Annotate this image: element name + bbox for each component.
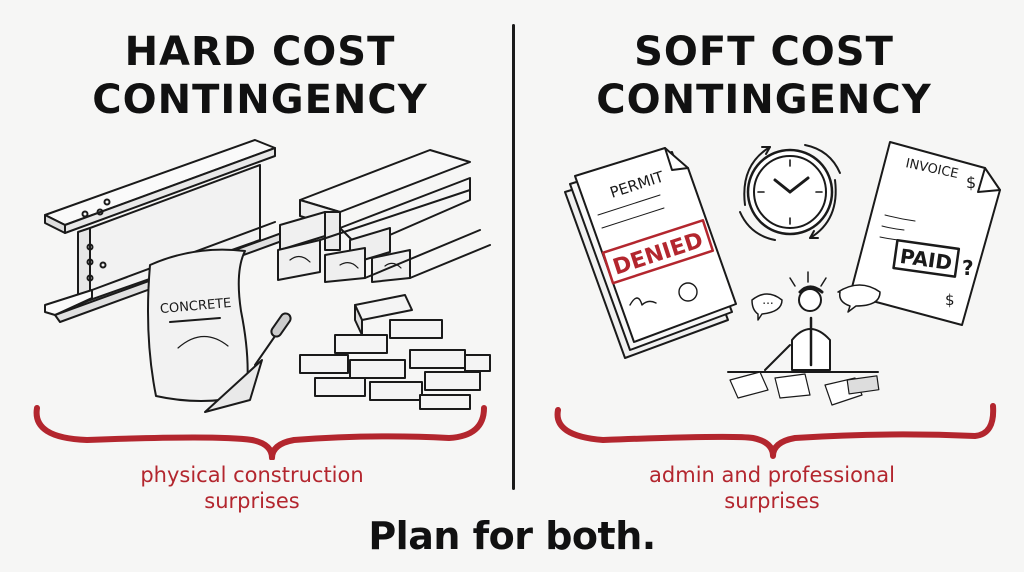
invoice-dollar: $ [966, 173, 976, 192]
soft-cost-caption-line1: admin and professional [649, 463, 895, 487]
hard-cost-title-line2: CONTINGENCY [92, 77, 428, 123]
right-brace-icon [554, 403, 997, 459]
invoice-document-icon: INVOICE $ PAID ? $ [849, 141, 1001, 326]
hard-cost-title: HARD COST CONTINGENCY [50, 28, 470, 124]
clock-with-arrows-icon [739, 144, 841, 241]
soft-cost-caption-line2: surprises [724, 489, 820, 513]
soft-cost-title-line1: SOFT COST [634, 29, 894, 75]
soft-cost-title-line2: CONTINGENCY [596, 77, 932, 123]
center-divider [512, 24, 515, 490]
speech-bubble-dots: ... [762, 293, 773, 307]
left-brace-icon [33, 405, 487, 460]
lumber-stack-icon [277, 149, 491, 283]
concrete-bag-icon: CONCRETE [147, 248, 249, 402]
tagline: Plan for both. [368, 514, 656, 558]
soft-cost-title: SOFT COST CONTINGENCY [554, 28, 974, 124]
trowel-icon [204, 312, 292, 413]
brick-pile-icon [299, 294, 491, 410]
concrete-bag-label: CONCRETE [159, 296, 232, 317]
permit-document-icon: PERMIT DENIED [564, 147, 737, 359]
paid-question-mark: ? [962, 256, 974, 280]
hard-cost-illustration: CONCRETE [44, 139, 491, 413]
person-on-phone-icon: ... [727, 271, 881, 406]
soft-cost-caption: admin and professional surprises [622, 462, 922, 514]
hard-cost-caption-line2: surprises [204, 489, 300, 513]
soft-cost-illustration: PERMIT DENIED INVOICE $ [564, 141, 1001, 406]
hard-cost-caption: physical construction surprises [102, 462, 402, 514]
hard-cost-caption-line1: physical construction [140, 463, 364, 487]
hard-cost-title-line1: HARD COST [124, 29, 396, 75]
invoice-total-dollar: $ [945, 291, 955, 309]
braces-layer [33, 403, 997, 460]
